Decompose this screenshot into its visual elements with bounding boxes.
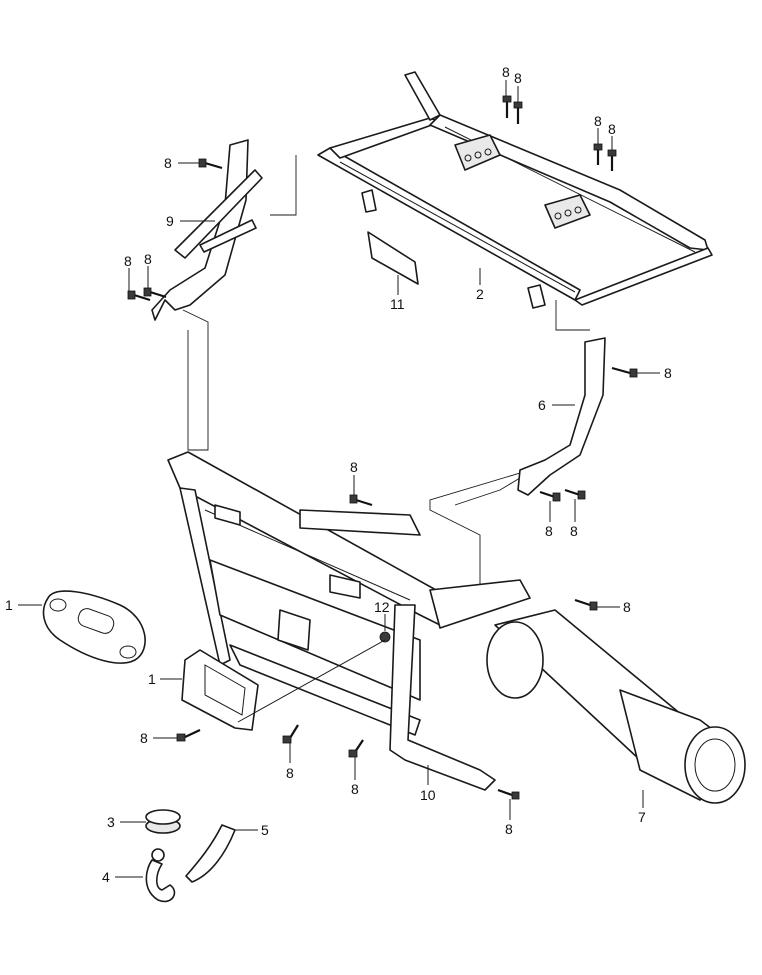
bolt — [282, 724, 299, 744]
callout-8: 8 — [594, 113, 602, 129]
left-bracket-part-9 — [151, 139, 263, 321]
callout-8: 8 — [623, 599, 631, 615]
callout-8: 8 — [124, 253, 132, 269]
callout-11: 11 — [390, 296, 405, 312]
callout-8: 8 — [350, 459, 358, 475]
callout-4: 4 — [102, 869, 110, 885]
fairlead-part-1 — [18, 590, 146, 664]
hook-part-4 — [115, 848, 176, 903]
callout-labels: 2 11 9 6 1 1 12 7 10 3 4 5 8 8 8 8 8 8 8… — [5, 64, 672, 885]
callout-8: 8 — [505, 821, 513, 837]
callout-9: 9 — [166, 213, 174, 229]
callout-8: 8 — [545, 523, 553, 539]
callout-2: 2 — [476, 286, 484, 302]
callout-8: 8 — [140, 730, 148, 746]
right-bracket-part-6 — [517, 337, 606, 496]
callout-7: 7 — [638, 809, 646, 825]
bolt — [348, 739, 364, 758]
bolt — [198, 158, 223, 170]
callout-8: 8 — [502, 64, 510, 80]
callout-3: 3 — [107, 814, 115, 830]
callout-8: 8 — [286, 765, 294, 781]
bolt — [593, 143, 603, 165]
callout-8: 8 — [351, 781, 359, 797]
strap-part-5 — [185, 824, 258, 883]
callout-12: 12 — [374, 599, 390, 615]
bolt — [349, 494, 373, 507]
callout-8: 8 — [608, 121, 616, 137]
bolt — [502, 95, 512, 118]
callout-5: 5 — [261, 822, 269, 838]
callout-8: 8 — [570, 523, 578, 539]
bolt-group-part-8 — [127, 80, 660, 820]
callout-1-roller: 1 — [148, 671, 156, 687]
bolt — [607, 149, 617, 171]
bolt — [143, 287, 167, 299]
callout-8: 8 — [144, 251, 152, 267]
upper-frame-part-2 — [317, 71, 713, 309]
assembly-guide-lines — [182, 155, 590, 600]
winch-part-7 — [429, 579, 746, 808]
bolt — [497, 788, 520, 800]
plate-part-11 — [367, 231, 419, 295]
bolt — [513, 101, 523, 124]
main-bumper-frame — [167, 451, 496, 791]
nut-part-12 — [237, 614, 391, 723]
bolt — [176, 729, 201, 742]
callout-1-fairlead: 1 — [5, 597, 13, 613]
bolt — [539, 490, 561, 502]
cap-part-3 — [120, 809, 181, 834]
callout-10: 10 — [420, 787, 436, 803]
callout-8: 8 — [514, 70, 522, 86]
callout-8: 8 — [664, 365, 672, 381]
callout-6: 6 — [538, 397, 546, 413]
bolt — [574, 598, 598, 611]
roller-bracket-part-1 — [160, 649, 259, 731]
bolt — [611, 366, 638, 378]
callout-8: 8 — [164, 155, 172, 171]
bolt — [564, 488, 586, 500]
bolt — [127, 290, 151, 302]
